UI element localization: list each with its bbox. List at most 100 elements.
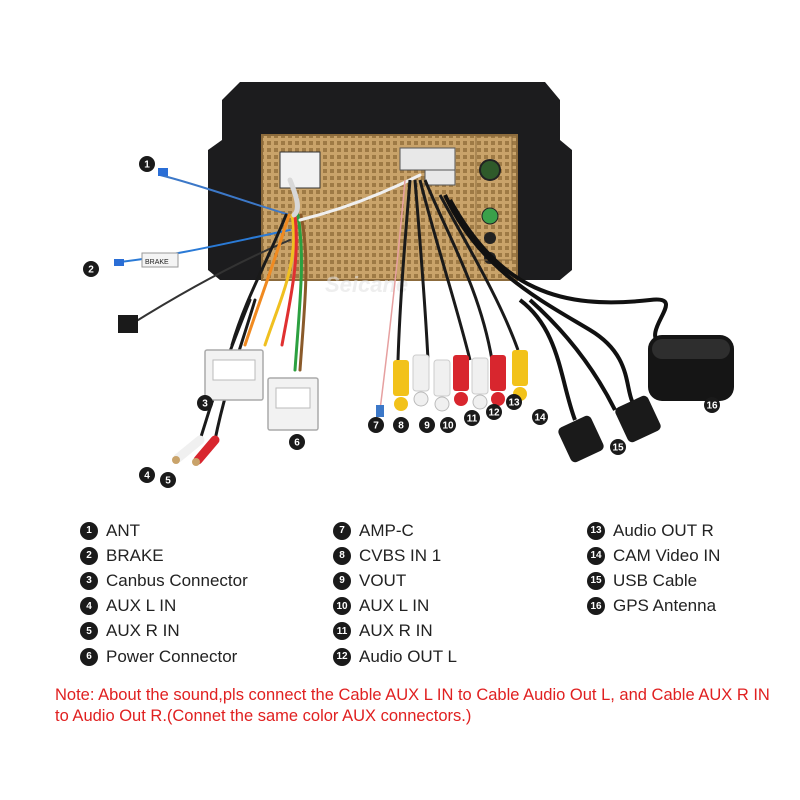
legend-label: AUX L IN (359, 596, 430, 616)
legend-label: Canbus Connector (106, 570, 248, 590)
power-connector (267, 377, 319, 431)
legend-label: GPS Antenna (613, 596, 717, 616)
callout-number: 3 (202, 399, 208, 410)
callout-number: 6 (294, 438, 300, 449)
wiring-diagram: Seicane BRAKE (83, 82, 734, 488)
callout-badge (139, 156, 155, 172)
legend-label: CVBS IN 1 (359, 545, 442, 565)
callout-number: 12 (488, 408, 500, 419)
legend-number-badge: 9 (333, 571, 351, 590)
brake-tag (141, 252, 179, 268)
legend-number-badge: 16 (587, 597, 605, 616)
callout-number: 15 (612, 443, 624, 454)
legend-item: 7 AMP-C (333, 518, 457, 543)
legend-number-badge: 15 (587, 571, 605, 590)
legend-number-badge: 2 (80, 546, 98, 565)
legend-label: Audio OUT R (613, 520, 714, 540)
callout-badge (197, 395, 213, 411)
callout-number: 16 (706, 401, 718, 412)
legend-number-badge: 12 (333, 647, 351, 666)
legend-item: 16 GPS Antenna (587, 594, 720, 619)
legend-number-badge: 5 (80, 622, 98, 641)
callout-badge (83, 261, 99, 277)
ant-plug (158, 168, 168, 176)
legend-item: 3 Canbus Connector (80, 568, 248, 593)
legend-column-1: 1 ANT 2 BRAKE 3 Canbus Connector 4 AUX L IN 5 AUX… (80, 518, 248, 669)
legend-number-badge: 1 (80, 521, 98, 540)
gps-antenna (648, 335, 734, 401)
usb-gps-cables (443, 194, 668, 421)
callout-number: 2 (88, 265, 94, 276)
legend-item: 12 Audio OUT L (333, 644, 457, 669)
legend-label: USB Cable (613, 570, 698, 590)
callout-number: 4 (144, 471, 150, 482)
legend-column-2: 7 AMP-C 8 CVBS IN 1 9 VOUT 10 AUX L IN 11 AUX R I… (333, 518, 457, 669)
callout-number: 8 (398, 421, 404, 432)
callout-number: 11 (467, 414, 478, 425)
callout-number: 5 (165, 476, 171, 487)
callout-number: 7 (373, 421, 379, 432)
legend-number-badge: 7 (333, 521, 351, 540)
callout-badge (464, 410, 480, 426)
legend-number-badge: 13 (587, 521, 605, 540)
legend-label: VOUT (359, 570, 407, 590)
legend-label: ANT (106, 520, 140, 540)
legend-item: 2 BRAKE (80, 543, 248, 568)
rca-plugs (376, 350, 528, 417)
aux-rca-pair-left (172, 435, 220, 466)
legend-item: 6 Power Connector (80, 644, 248, 669)
callout-number: 9 (424, 421, 430, 432)
legend-item: 15 USB Cable (587, 568, 720, 593)
callout-number: 13 (508, 398, 520, 409)
legend-number-badge: 11 (333, 622, 351, 641)
callout-badge (393, 417, 409, 433)
callout-badge (419, 417, 435, 433)
callout-number: 10 (442, 421, 454, 432)
legend-item: 1 ANT (80, 518, 248, 543)
brake-plug (114, 259, 124, 266)
legend-label: AMP-C (359, 520, 414, 540)
rca-harness (379, 179, 520, 411)
callout-badge (486, 404, 502, 420)
legend-label: Power Connector (106, 646, 238, 666)
legend-item: 11 AUX R IN (333, 619, 457, 644)
legend-label: BRAKE (106, 545, 164, 565)
canbus-connector (204, 349, 264, 401)
legend-label: AUX L IN (106, 596, 177, 616)
callout-number: 1 (144, 160, 150, 171)
legend-item: 10 AUX L IN (333, 594, 457, 619)
legend-item: 5 AUX R IN (80, 619, 248, 644)
legend-number-badge: 10 (333, 597, 351, 616)
callout-number: 14 (534, 413, 546, 424)
legend-item: 9 VOUT (333, 568, 457, 593)
callout-badge (440, 417, 456, 433)
ground-plug (118, 315, 138, 333)
legend-label: AUX R IN (359, 621, 433, 641)
legend-label: CAM Video IN (613, 545, 721, 565)
callout-badge (289, 434, 305, 450)
sound-connection-note: Note: About the sound,pls connect the Ca… (55, 686, 770, 725)
legend-item: 13 Audio OUT R (587, 518, 720, 543)
usb-plugs (558, 395, 661, 463)
callout-badge (139, 467, 155, 483)
legend-number-badge: 4 (80, 597, 98, 616)
legend-item: 14 CAM Video IN (587, 543, 720, 568)
legend-item: 4 AUX L IN (80, 594, 248, 619)
head-unit (208, 82, 572, 281)
callout-badge (160, 472, 176, 488)
legend-number-badge: 3 (80, 571, 98, 590)
callout-badge (506, 394, 522, 410)
brake-tag-label: BRAKE (145, 259, 169, 266)
callout-badge (610, 439, 626, 455)
callout-badge (704, 397, 720, 413)
legend-column-3: 13 Audio OUT R 14 CAM Video IN 15 USB Cable 16… (587, 518, 720, 619)
legend-number-badge: 6 (80, 647, 98, 666)
legend-number-badge: 14 (587, 546, 605, 565)
legend-number-badge: 8 (333, 546, 351, 565)
callout-badge (368, 417, 384, 433)
legend-label: AUX R IN (106, 621, 180, 641)
callout-badge (532, 409, 548, 425)
legend-label: Audio OUT L (359, 646, 457, 666)
legend-item: 8 CVBS IN 1 (333, 543, 457, 568)
